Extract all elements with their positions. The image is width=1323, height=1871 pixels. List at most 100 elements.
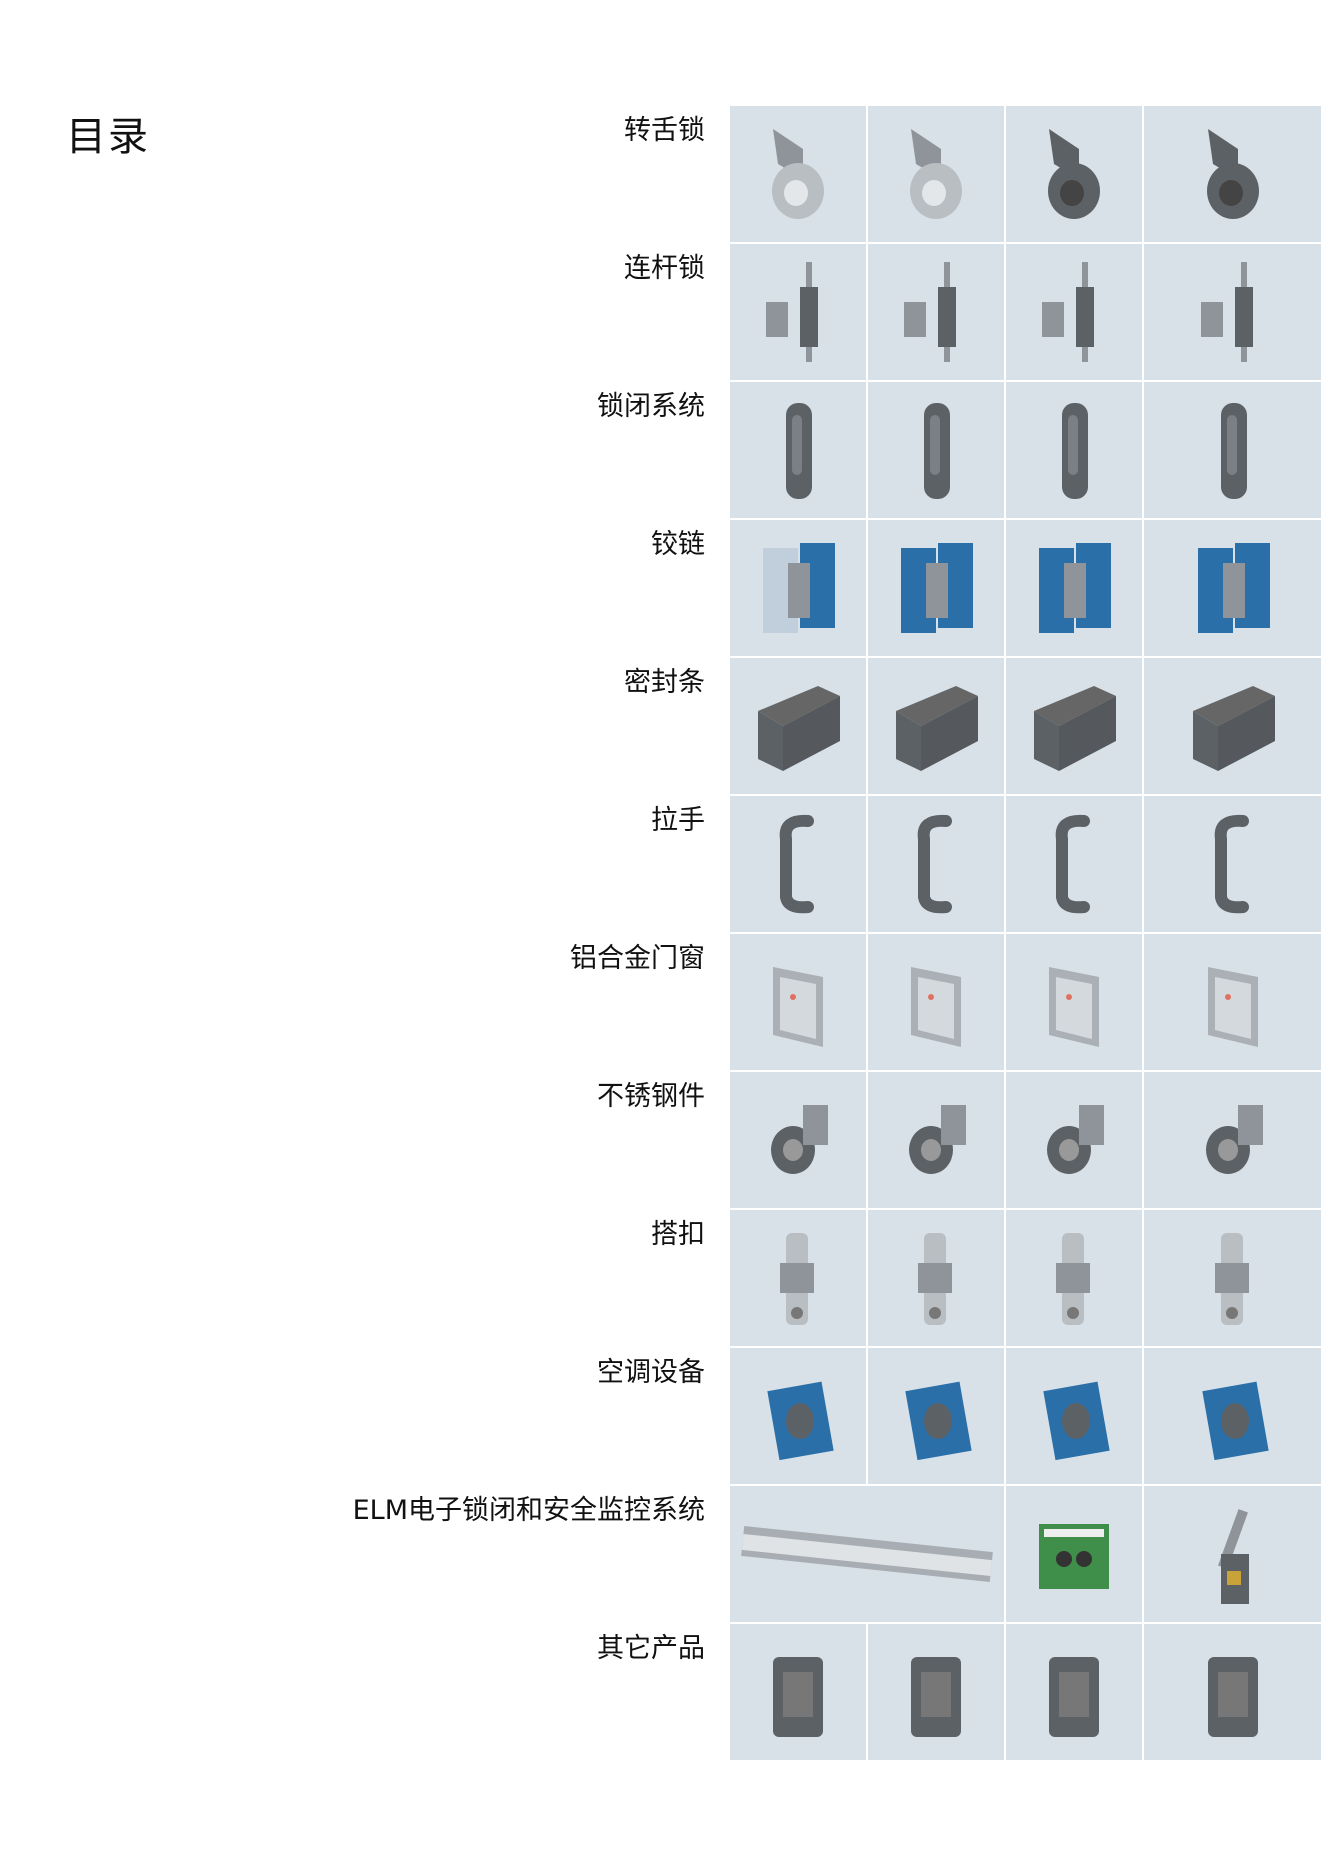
product-image	[868, 520, 1004, 656]
category-row	[730, 1348, 1323, 1484]
stainless-wing-handle-icon	[1047, 1105, 1104, 1174]
product-image	[1144, 1486, 1321, 1622]
product-image	[1006, 244, 1142, 380]
product-image	[1144, 658, 1321, 794]
category-row	[730, 1072, 1323, 1208]
product-image	[1144, 106, 1321, 242]
product-image	[730, 382, 866, 518]
category-label: 搭扣	[651, 1219, 705, 1250]
product-image	[730, 658, 866, 794]
pull-handle-a-icon	[779, 814, 814, 914]
category-row	[730, 796, 1323, 932]
product-image	[868, 658, 1004, 794]
latch-d-icon	[1214, 1233, 1249, 1325]
window-frame-c-icon	[1049, 967, 1099, 1047]
window-frame-d-icon	[1207, 967, 1258, 1047]
page-title: 目录	[66, 114, 150, 160]
category-label: 铰链	[651, 529, 705, 560]
product-image	[730, 796, 866, 932]
swing-handle-d-icon	[1220, 403, 1247, 499]
pull-handle-b-icon	[917, 814, 952, 914]
category-row	[730, 1486, 1323, 1622]
misc-latch-b-icon	[911, 1657, 961, 1737]
product-image	[1006, 1624, 1142, 1760]
hinge-blue-c-icon	[1197, 543, 1270, 633]
product-image	[1006, 1210, 1142, 1346]
product-image	[1144, 1210, 1321, 1346]
ac-lock-a-icon	[767, 1381, 834, 1461]
category-label: ELM电子锁闭和安全监控系统	[352, 1495, 705, 1526]
product-image	[868, 1072, 1004, 1208]
product-image	[868, 382, 1004, 518]
product-image	[1006, 520, 1142, 656]
product-image	[868, 244, 1004, 380]
category-row	[730, 106, 1323, 242]
latch-c-icon	[1056, 1233, 1090, 1325]
product-image	[1006, 796, 1142, 932]
product-image	[1144, 244, 1321, 380]
product-image	[1144, 796, 1321, 932]
product-image	[1144, 1348, 1321, 1484]
rod-lock-set-c-icon	[1042, 262, 1094, 362]
category-label: 不锈钢件	[597, 1081, 705, 1112]
product-image	[730, 1348, 866, 1484]
category-label: 连杆锁	[624, 253, 705, 284]
category-row	[730, 658, 1323, 794]
pull-handle-d-icon	[1214, 814, 1249, 914]
product-image	[1006, 1072, 1142, 1208]
category-label: 铝合金门窗	[570, 943, 705, 974]
product-image	[868, 1210, 1004, 1346]
product-image	[730, 520, 866, 656]
stainless-swing-handle-icon	[1205, 1105, 1263, 1174]
product-grid	[730, 106, 1323, 1762]
category-label: 其它产品	[597, 1633, 705, 1664]
pull-handle-c-icon	[1055, 814, 1090, 914]
product-image	[1006, 106, 1142, 242]
cam-lock-cover-icon	[1206, 129, 1259, 219]
rod-lock-set-b-icon	[904, 262, 956, 362]
category-label: 空调设备	[597, 1357, 705, 1388]
product-image	[1006, 1348, 1142, 1484]
circuit-board-icon	[1039, 1524, 1109, 1589]
product-image	[730, 1624, 866, 1760]
hinge-glass-icon	[763, 543, 835, 633]
product-image	[730, 106, 866, 242]
product-image	[868, 1624, 1004, 1760]
rod-lock-set-a-icon	[766, 262, 818, 362]
swing-handle-b-icon	[924, 403, 950, 499]
product-image	[1144, 934, 1321, 1070]
misc-latch-c-icon	[1049, 1657, 1099, 1737]
product-image	[730, 1072, 866, 1208]
seal-profile-b-icon	[896, 686, 978, 771]
product-image	[1144, 520, 1321, 656]
latch-b-icon	[918, 1233, 952, 1325]
stainless-cam-lock-icon	[771, 1105, 828, 1174]
product-image	[730, 934, 866, 1070]
hinge-blue-b-icon	[1039, 543, 1111, 633]
swing-handle-c-icon	[1062, 403, 1088, 499]
window-frame-b-icon	[911, 967, 961, 1047]
ac-lock-c-icon	[1043, 1381, 1110, 1461]
ac-lock-b-icon	[905, 1381, 972, 1461]
product-image	[868, 934, 1004, 1070]
electronic-swing-handle-icon	[1217, 1509, 1249, 1604]
category-label: 拉手	[651, 805, 705, 836]
cam-lock-chrome-icon	[772, 129, 824, 219]
category-row	[730, 1210, 1323, 1346]
category-row	[730, 520, 1323, 656]
ac-lock-d-icon	[1201, 1381, 1269, 1461]
product-image	[730, 1486, 1004, 1622]
product-image	[730, 1210, 866, 1346]
category-label: 锁闭系统	[597, 391, 705, 422]
window-frame-a-icon	[773, 967, 823, 1047]
misc-latch-a-icon	[773, 1657, 823, 1737]
category-row	[730, 382, 1323, 518]
category-label: 转舌锁	[624, 115, 705, 146]
product-image	[868, 1348, 1004, 1484]
seal-profile-d-icon	[1192, 686, 1275, 771]
category-row	[730, 1624, 1323, 1760]
seal-profile-c-icon	[1034, 686, 1116, 771]
product-image	[868, 796, 1004, 932]
category-label: 密封条	[624, 667, 705, 698]
product-image	[1006, 382, 1142, 518]
